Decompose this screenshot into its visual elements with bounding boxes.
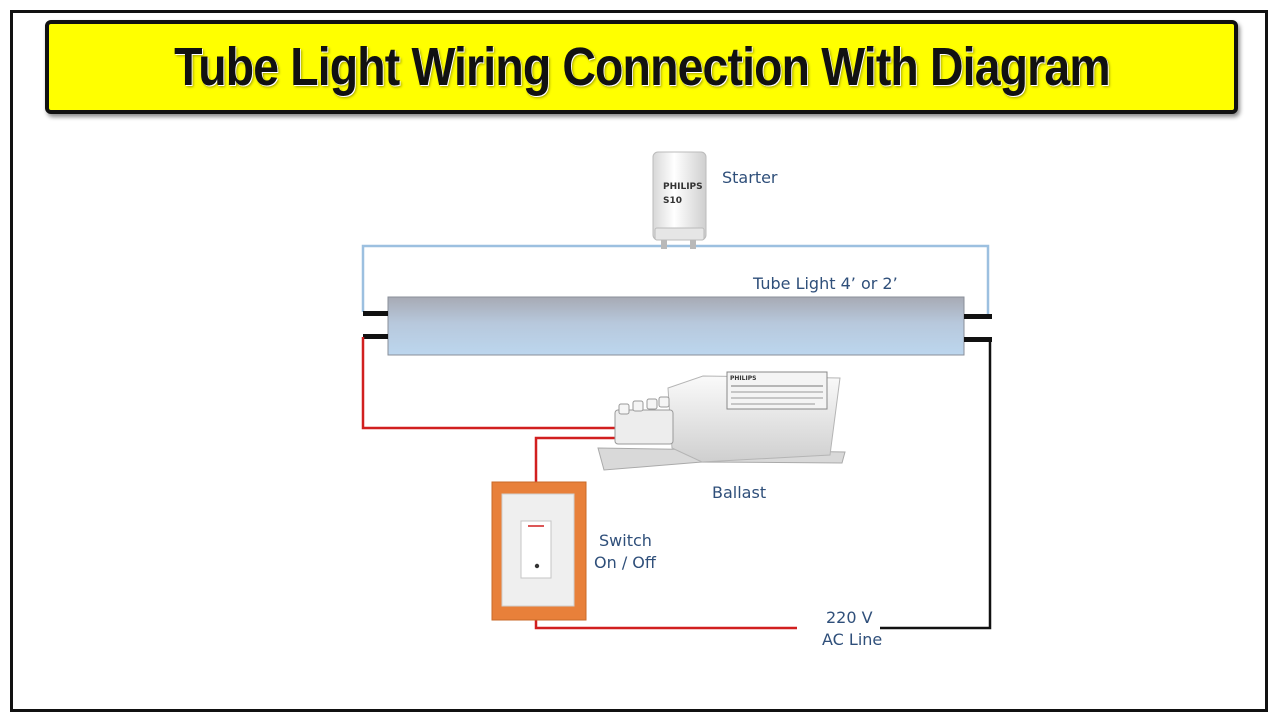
tube-light-label: Tube Light 4’ or 2’ <box>752 274 898 293</box>
switch-rocker <box>520 520 552 579</box>
tube-pin-right-top <box>964 314 992 319</box>
ballast-brand: PHILIPS <box>730 375 756 382</box>
diagram-frame <box>10 10 1268 712</box>
switch-to-supply-wire <box>534 618 797 630</box>
ballast-to-switch-wire <box>534 436 636 492</box>
ballast: PHILIPS <box>597 371 846 471</box>
switch-label: Switch <box>599 531 652 550</box>
tube-pin-left-top <box>363 311 388 316</box>
starter-pin-right <box>690 240 696 249</box>
starter-label: Starter <box>722 168 778 187</box>
ballast-label: Ballast <box>712 483 766 502</box>
starter-brand: PHILIPS <box>663 182 703 192</box>
starter-wire <box>361 244 990 316</box>
switch-state-label: On / Off <box>594 553 657 572</box>
starter-pin-left <box>661 240 667 249</box>
supply-voltage-label: 220 V <box>826 608 873 627</box>
page-title: Tube Light Wiring Connection With Diagra… <box>173 37 1110 97</box>
ballast-label-plate <box>726 371 828 410</box>
tube-pin-left-bottom <box>363 334 388 339</box>
tube-pin-right-bottom <box>964 337 992 342</box>
supply-line-label: AC Line <box>822 630 882 649</box>
switch <box>491 481 587 621</box>
starter: PHILIPS S10 <box>652 151 707 249</box>
switch-indicator-dot <box>534 563 540 569</box>
title-banner: Tube Light Wiring Connection With Diagra… <box>45 20 1238 114</box>
starter-model: S10 <box>663 196 682 206</box>
tube-to-ballast-wire <box>361 337 636 430</box>
ballast-terminal-block <box>614 396 674 445</box>
tube-light <box>363 296 992 356</box>
neutral-wire <box>880 340 992 630</box>
